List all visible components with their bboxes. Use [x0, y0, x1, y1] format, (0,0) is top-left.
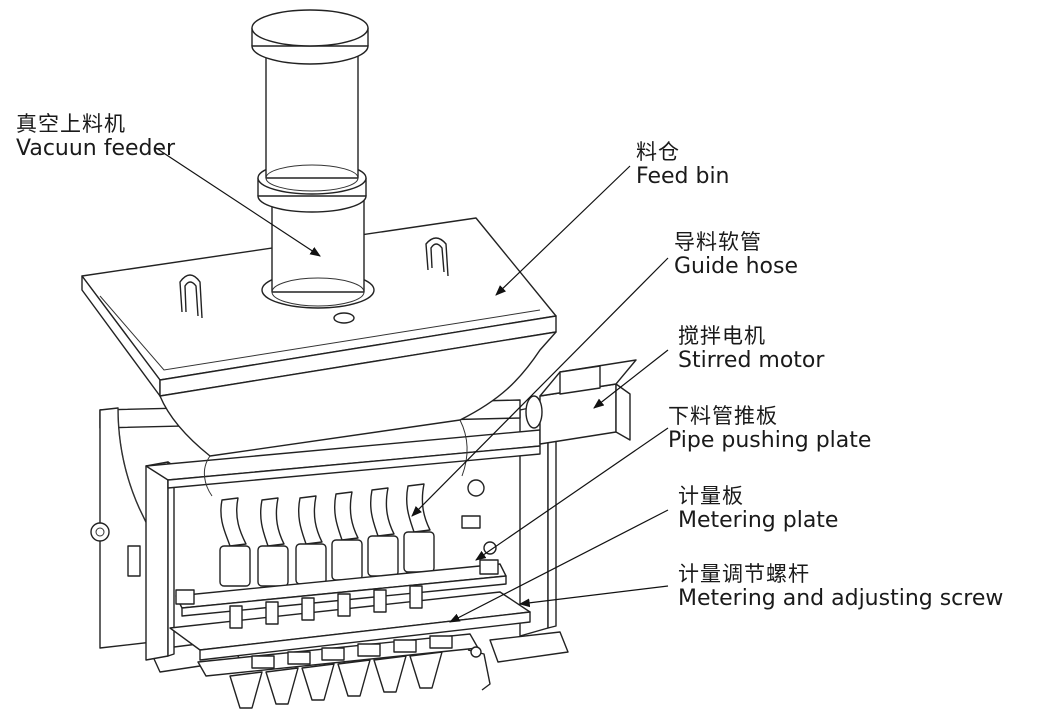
label-adjusting-screw: 计量调节螺杆 Metering and adjusting screw: [678, 562, 1003, 611]
label-vacuum-feeder: 真空上料机 Vacuun feeder: [16, 112, 175, 161]
stirred-motor: [525, 359, 637, 445]
adjusting-screw-bar: [197, 633, 491, 709]
label-pipe-pushing-plate-en: Pipe pushing plate: [668, 428, 872, 454]
leader-pipe-pushing-plate: [475, 427, 669, 561]
leader-metering-plate: [449, 509, 669, 623]
guide-hoses: [219, 483, 435, 587]
label-metering-plate: 计量板 Metering plate: [678, 484, 838, 533]
label-vacuum-feeder-en: Vacuun feeder: [16, 136, 176, 162]
label-metering-plate-en: Metering plate: [678, 508, 839, 534]
leader-vacuum-feeder: [155, 147, 321, 257]
leader-guide-hose: [411, 257, 669, 517]
label-feed-bin-en: Feed bin: [636, 164, 730, 190]
label-stirred-motor-en: Stirred motor: [678, 348, 825, 374]
label-feed-bin-zh: 料仓: [636, 140, 680, 164]
label-pipe-pushing-plate: 下料管推板 Pipe pushing plate: [668, 404, 871, 453]
vacuum-feeder: [251, 9, 375, 309]
label-adjusting-screw-zh: 计量调节螺杆: [678, 562, 810, 586]
leader-adjusting-screw: [518, 585, 669, 608]
label-adjusting-screw-en: Metering and adjusting screw: [678, 586, 1004, 612]
label-stirred-motor-zh: 搅拌电机: [678, 324, 766, 348]
leader-lines: [155, 147, 669, 623]
label-vacuum-feeder-zh: 真空上料机: [16, 112, 126, 136]
label-guide-hose: 导料软管 Guide hose: [674, 230, 798, 279]
label-stirred-motor: 搅拌电机 Stirred motor: [678, 324, 824, 373]
metering-plate: [169, 585, 531, 661]
label-metering-plate-zh: 计量板: [678, 484, 744, 508]
label-pipe-pushing-plate-zh: 下料管推板: [668, 404, 778, 428]
label-guide-hose-zh: 导料软管: [674, 230, 762, 254]
label-feed-bin: 料仓 Feed bin: [636, 140, 730, 189]
leader-stirred-motor: [593, 349, 669, 409]
leader-feed-bin: [495, 165, 631, 296]
label-guide-hose-en: Guide hose: [674, 254, 798, 280]
